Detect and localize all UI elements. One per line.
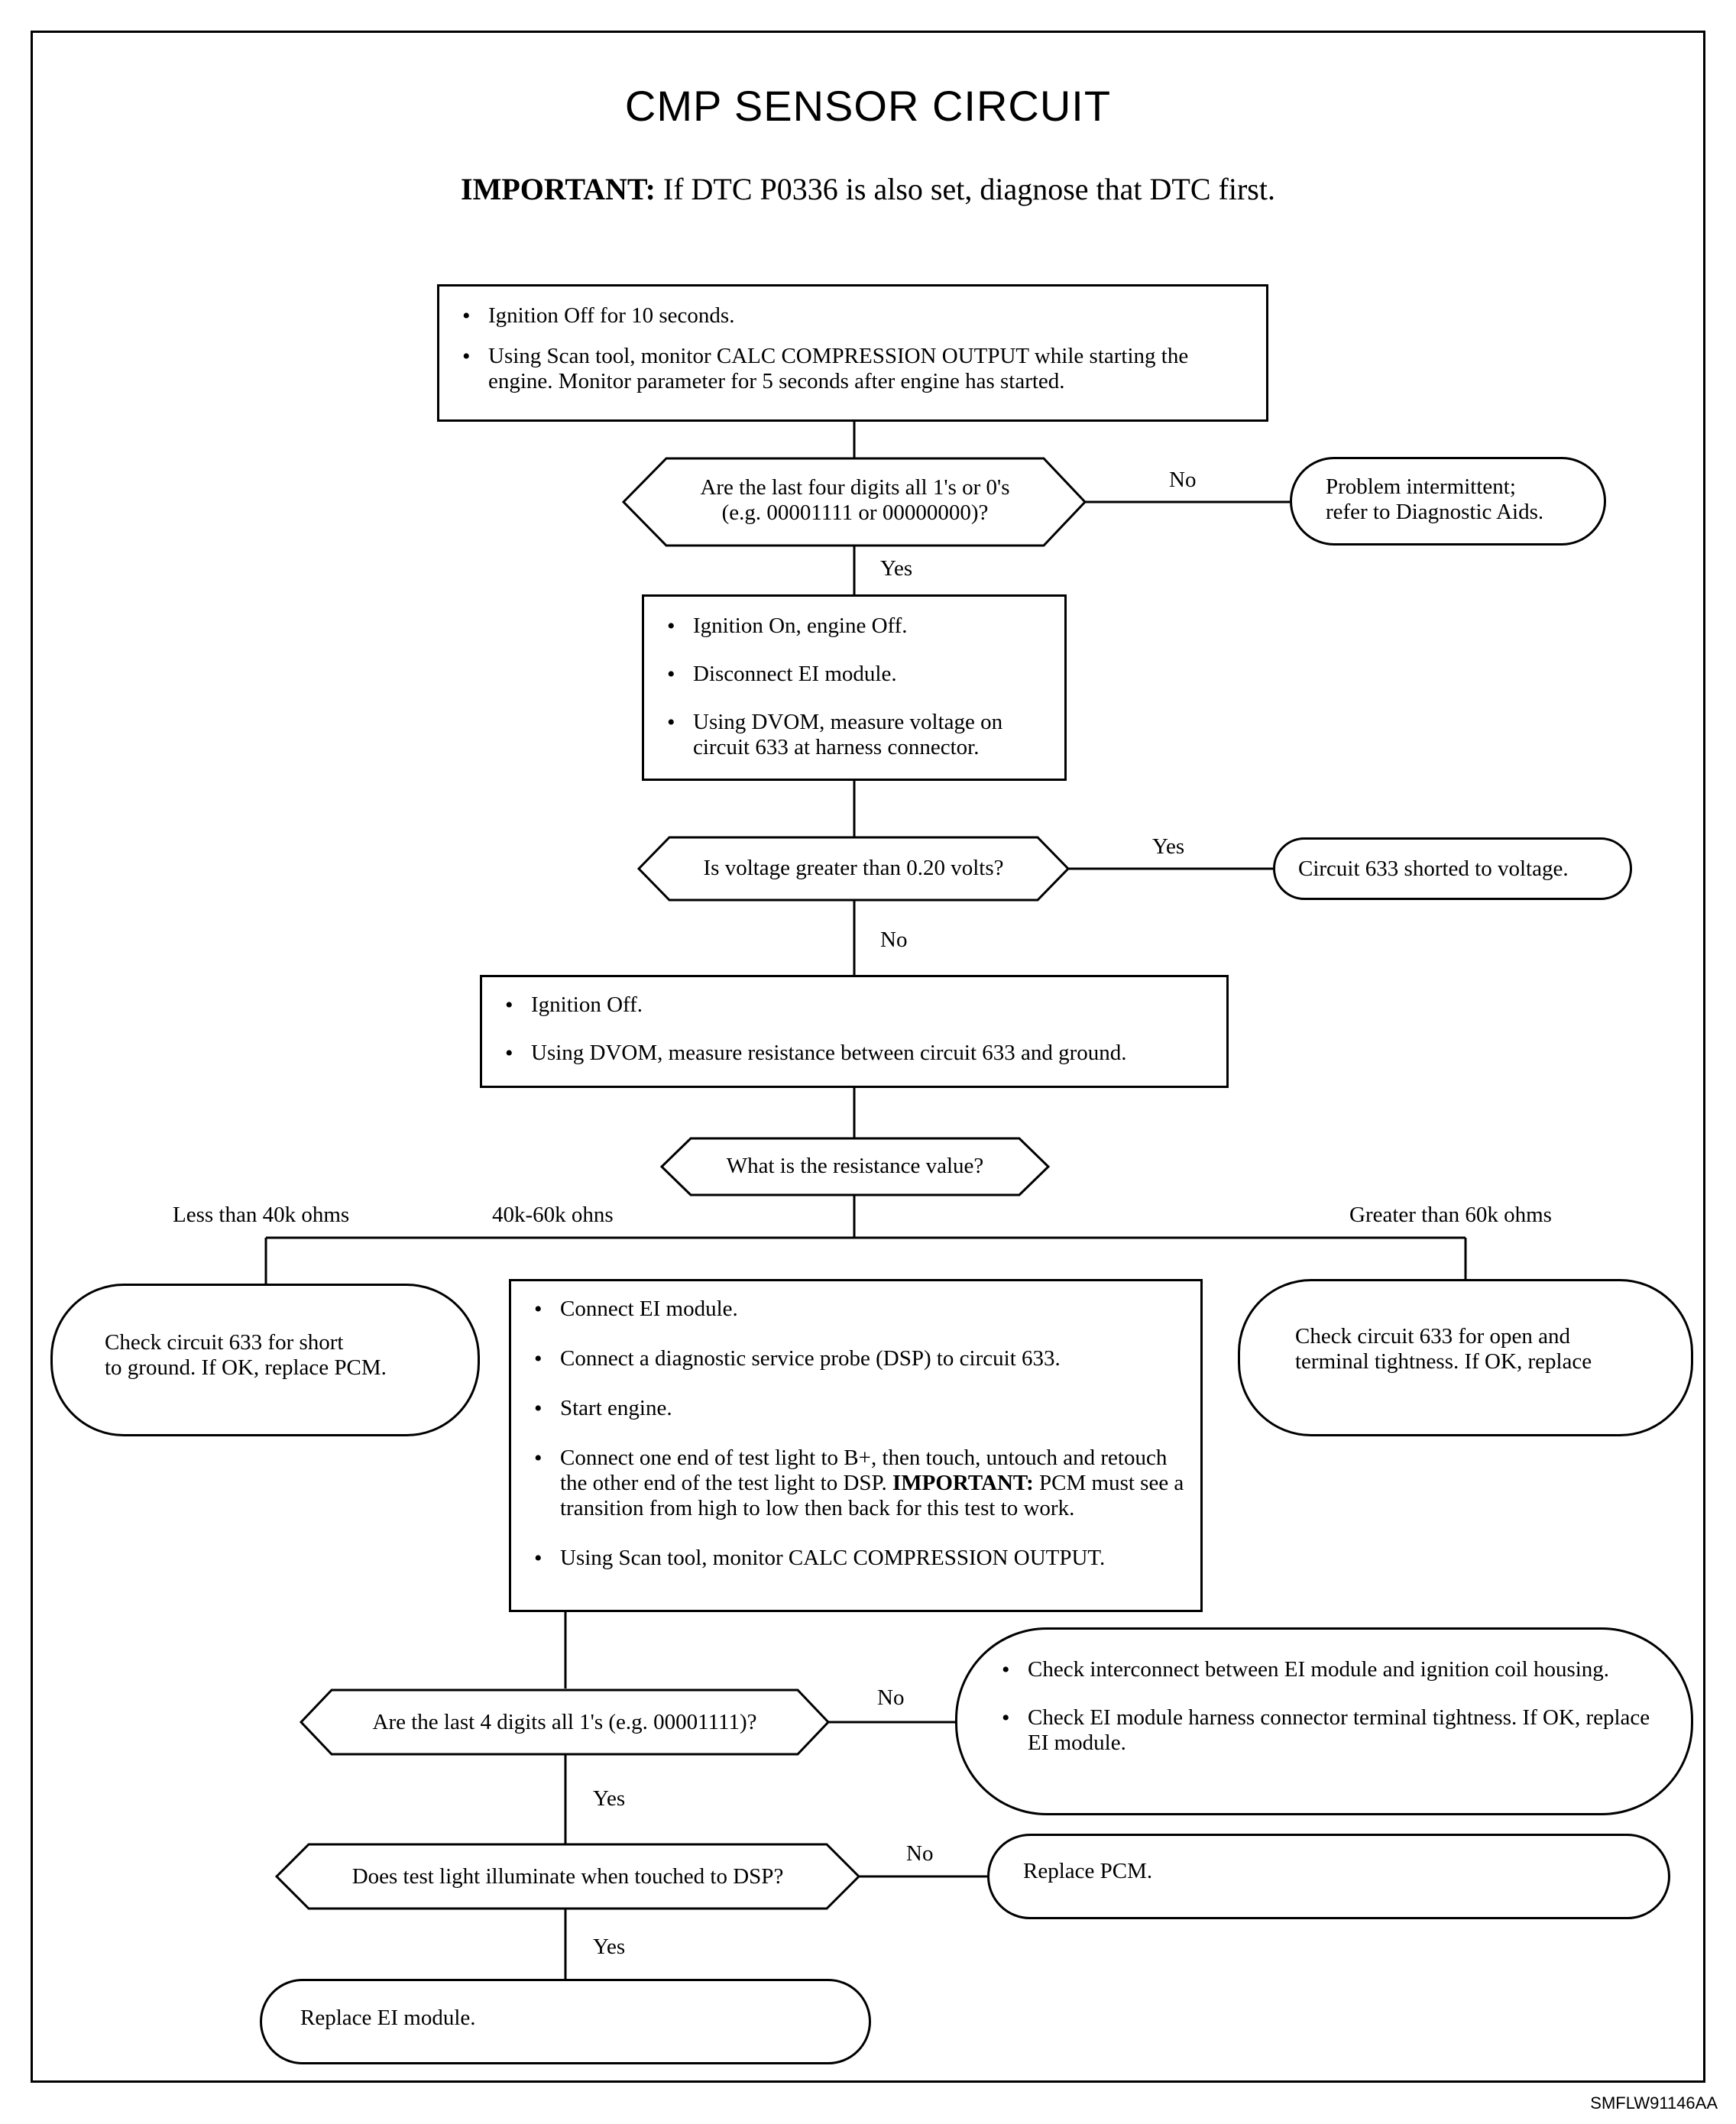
q3-low-result-line-1: Check circuit 633 for short (105, 1330, 344, 1355)
step4-bullet-2: Connect a diagnostic service probe (DSP)… (523, 1346, 1185, 1371)
important-text: If DTC P0336 is also set, diagnose that … (662, 172, 1275, 206)
step4-important-text: PCM must see a transition from high to l… (560, 1471, 1184, 1520)
q5-yes-result-text: Replace EI module. (300, 2006, 476, 2030)
q1-no-label: No (1169, 468, 1197, 492)
q4-yes-label: Yes (593, 1786, 626, 1811)
q4-no-bullet-2: Check EI module harness connector termin… (991, 1705, 1660, 1756)
step4-important-label: IMPORTANT: (892, 1471, 1034, 1495)
q3-high-result-line-2: terminal tightness. If OK, replace (1295, 1349, 1592, 1374)
step2-bullet-2: Disconnect EI module. (656, 662, 1049, 687)
decision-q5-text: Does test light illuminate when touched … (351, 1864, 784, 1889)
figure-code: SMFLW91146AA (1590, 2093, 1718, 2113)
q3-branch-low-label: Less than 40k ohms (173, 1203, 350, 1227)
step3-bullet-2: Using DVOM, measure resistance between c… (494, 1041, 1211, 1066)
step2-bullet-1: Ignition On, engine Off. (656, 614, 1049, 639)
q4-no-bullet-1: Check interconnect between EI module and… (991, 1657, 1660, 1682)
q5-no-result-text: Replace PCM. (1023, 1859, 1153, 1883)
q4-no-result: Check interconnect between EI module and… (955, 1627, 1693, 1815)
decision-q1-text: Are the last four digits all 1's or 0's … (666, 475, 1044, 526)
q3-low-result: Check circuit 633 for short to ground. I… (50, 1284, 480, 1436)
q2-yes-result: Circuit 633 shorted to voltage. (1273, 837, 1632, 900)
q1-no-result: Problem intermittent; refer to Diagnosti… (1290, 457, 1606, 546)
page-title: CMP SENSOR CIRCUIT (624, 82, 1112, 130)
step2-box: Ignition On, engine Off. Disconnect EI m… (642, 594, 1067, 781)
q5-no-result: Replace PCM. (987, 1834, 1670, 1919)
step3-bullet-1: Ignition Off. (494, 992, 1211, 1018)
q3-high-result: Check circuit 633 for open and terminal … (1238, 1279, 1693, 1436)
decision-q3-shape (659, 1137, 1051, 1196)
q2-yes-label: Yes (1152, 834, 1185, 859)
decision-q1-line-1: Are the last four digits all 1's or 0's (700, 475, 1010, 500)
decision-q1-line-2: (e.g. 00001111 or 00000000)? (721, 500, 989, 525)
step1-bullet-2: Using Scan tool, monitor CALC COMPRESSIO… (452, 344, 1251, 394)
decision-q4-shape (299, 1689, 831, 1756)
decision-q4-text: Are the last 4 digits all 1's (e.g. 0000… (372, 1710, 757, 1734)
step1-box: Ignition Off for 10 seconds. Using Scan … (437, 284, 1268, 422)
q5-yes-label: Yes (593, 1935, 626, 1959)
decision-q5-shape (274, 1843, 861, 1910)
decision-q2-shape (636, 836, 1070, 902)
step4-bullet-4-text: Connect one end of test light to B+, the… (560, 1446, 1168, 1495)
step4-bullet-4: Connect one end of test light to B+, the… (523, 1446, 1185, 1521)
q1-yes-label: Yes (880, 556, 913, 581)
q4-no-label: No (877, 1685, 905, 1710)
decision-q1-shape (621, 457, 1087, 547)
decision-q2-text: Is voltage greater than 0.20 volts? (703, 856, 1004, 880)
step4-bullet-1: Connect EI module. (523, 1297, 1185, 1322)
q5-no-label: No (906, 1841, 934, 1866)
step1-bullet-1: Ignition Off for 10 seconds. (452, 303, 1251, 329)
diagram-frame (31, 31, 1705, 2083)
q5-yes-result: Replace EI module. (260, 1979, 871, 2064)
q3-high-result-line-1: Check circuit 633 for open and (1295, 1324, 1570, 1349)
important-label: IMPORTANT: (461, 172, 656, 206)
step2-bullet-3: Using DVOM, measure voltage on circuit 6… (656, 710, 1049, 760)
decision-q3-text: What is the resistance value? (726, 1154, 984, 1178)
q1-no-result-line-1: Problem intermittent; (1326, 474, 1516, 499)
important-note: IMPORTANT: If DTC P0336 is also set, dia… (0, 171, 1736, 207)
step4-box: Connect EI module. Connect a diagnostic … (509, 1279, 1203, 1612)
q2-no-label: No (880, 928, 908, 952)
step3-box: Ignition Off. Using DVOM, measure resist… (480, 975, 1229, 1088)
q3-branch-mid-label: 40k-60k ohns (492, 1203, 614, 1227)
q2-yes-result-text: Circuit 633 shorted to voltage. (1298, 856, 1569, 881)
step4-bullet-3: Start engine. (523, 1396, 1185, 1421)
step4-bullet-5: Using Scan tool, monitor CALC COMPRESSIO… (523, 1546, 1185, 1571)
q3-low-result-line-2: to ground. If OK, replace PCM. (105, 1355, 387, 1380)
q3-branch-high-label: Greater than 60k ohms (1349, 1203, 1552, 1227)
q1-no-result-line-2: refer to Diagnostic Aids. (1326, 500, 1544, 524)
